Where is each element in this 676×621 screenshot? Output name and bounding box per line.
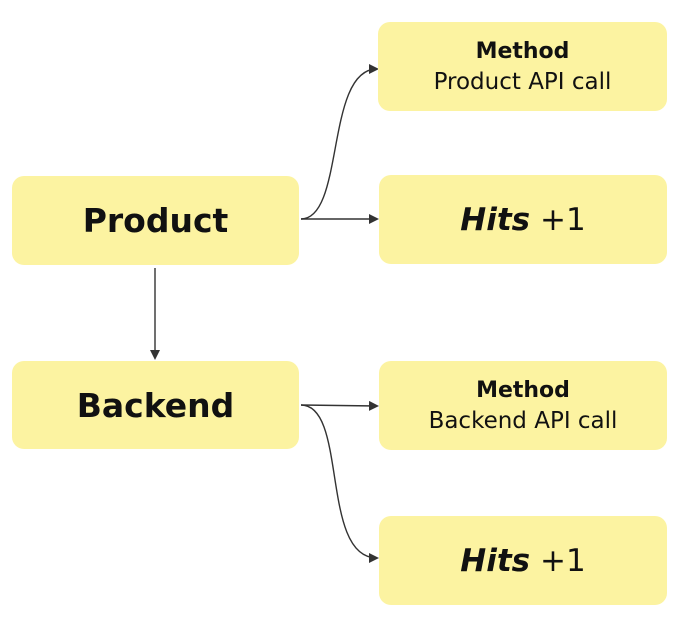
product-hits-node: Hits +1 bbox=[379, 175, 667, 264]
backend-method-node: Method Backend API call bbox=[379, 361, 667, 450]
backend-node: Backend bbox=[12, 361, 299, 449]
product-method-title: Method bbox=[475, 38, 570, 64]
product-hits-suffix: +1 bbox=[540, 201, 586, 238]
product-node: Product bbox=[12, 176, 299, 265]
backend-hits-word: Hits bbox=[460, 542, 531, 579]
edge-backend-to-backend-method bbox=[300, 400, 379, 411]
backend-hits-line: Hits +1 bbox=[460, 543, 585, 579]
product-hits-word: Hits bbox=[460, 201, 531, 238]
backend-node-label: Backend bbox=[76, 385, 235, 425]
backend-hits-node: Hits +1 bbox=[379, 516, 667, 605]
backend-hits-suffix: +1 bbox=[540, 542, 586, 579]
edge-backend-to-backend-hits bbox=[300, 404, 379, 563]
product-method-node: Method Product API call bbox=[378, 22, 667, 111]
product-method-subtitle: Product API call bbox=[433, 68, 612, 95]
edge-product-to-product-method bbox=[300, 64, 379, 220]
product-node-label: Product bbox=[82, 201, 229, 240]
backend-method-subtitle: Backend API call bbox=[428, 407, 618, 434]
product-hits-line: Hits +1 bbox=[460, 202, 585, 238]
backend-method-title: Method bbox=[476, 377, 570, 403]
